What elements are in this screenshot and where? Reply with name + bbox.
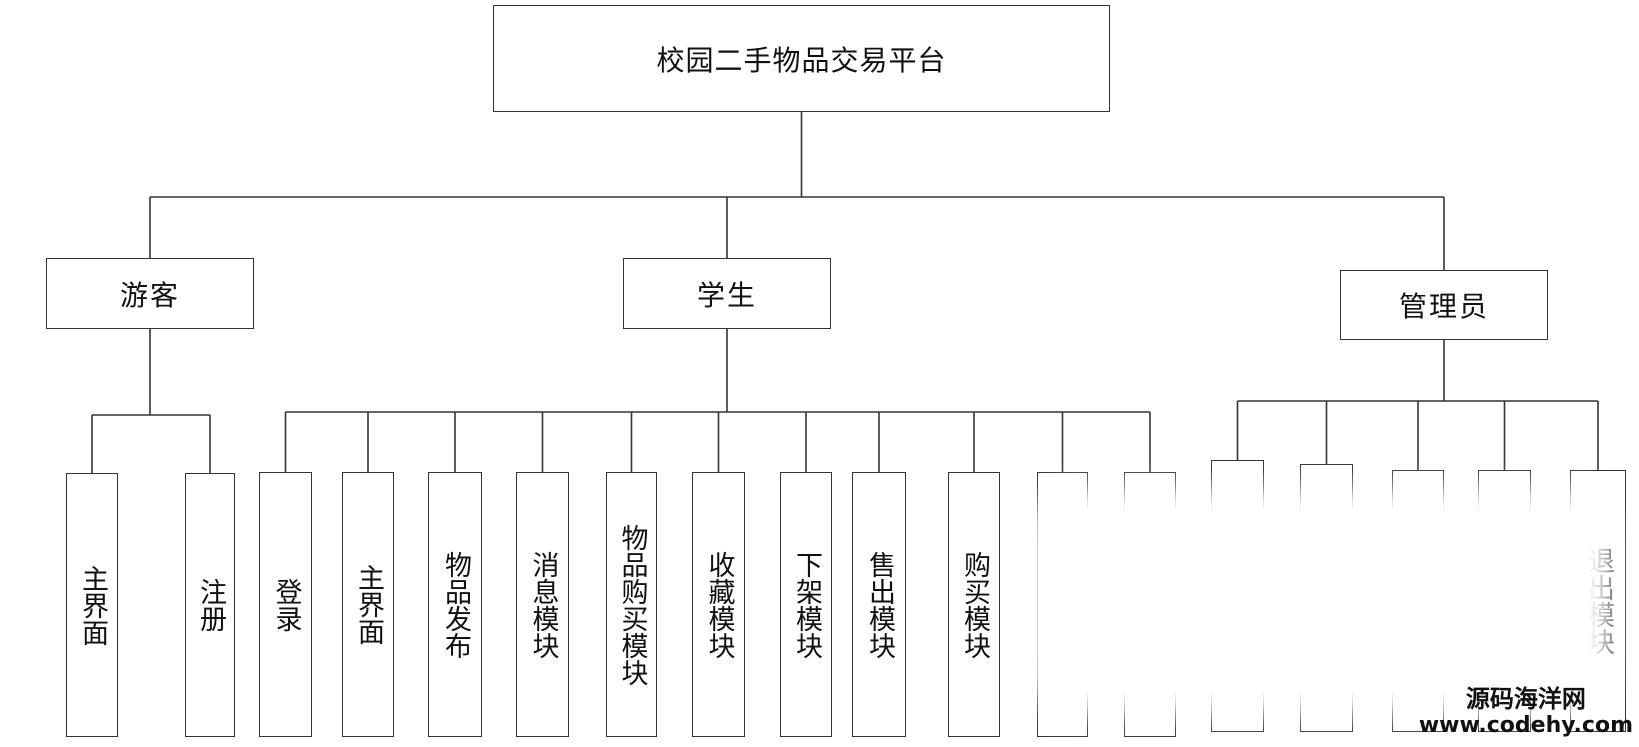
- module-node: 物品发布: [428, 472, 482, 737]
- watermark: 源码海洋网 www.codehy.com: [1419, 685, 1633, 739]
- watermark-title: 源码海洋网: [1465, 685, 1586, 713]
- blurred-region: [1050, 510, 1590, 692]
- module-node: 物品购买模块: [606, 472, 657, 737]
- watermark-url: www.codehy.com: [1418, 713, 1633, 738]
- role-node: 学生: [623, 258, 831, 329]
- module-node: 收藏模块: [692, 472, 745, 737]
- role-node: 管理员: [1340, 270, 1548, 340]
- role-node: 游客: [46, 258, 254, 329]
- module-node: 主界面: [342, 472, 394, 737]
- module-node: 注册: [185, 473, 235, 737]
- module-node: 售出模块: [852, 472, 906, 737]
- module-node: 登录: [259, 472, 312, 737]
- module-node: 购买模块: [948, 472, 1000, 737]
- module-node: 下架模块: [780, 472, 832, 737]
- module-node: 消息模块: [516, 472, 569, 737]
- module-node: 主界面: [66, 473, 118, 737]
- root-node: 校园二手物品交易平台: [493, 5, 1110, 112]
